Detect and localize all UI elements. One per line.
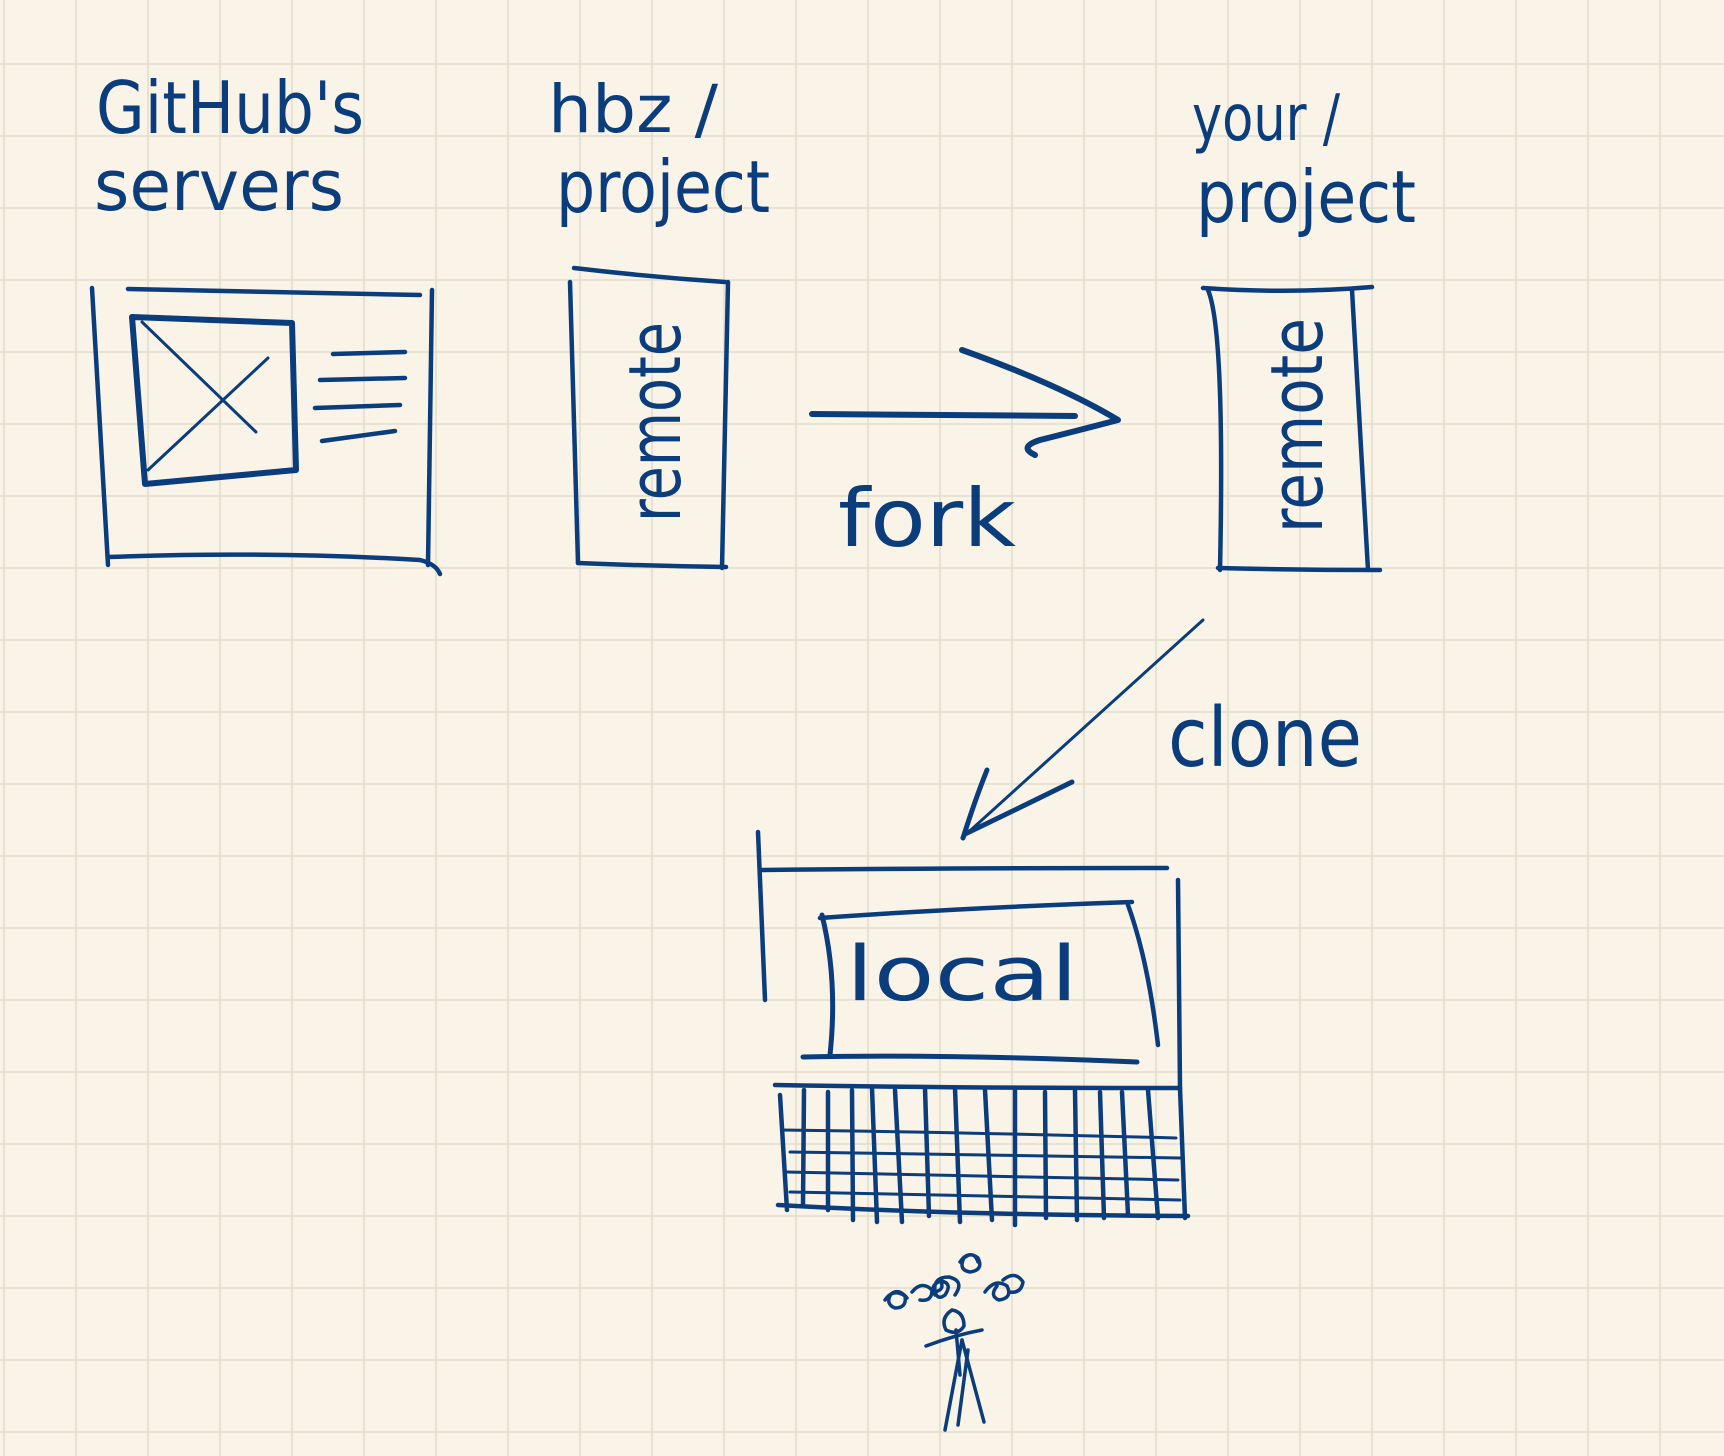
server-rack-icon — [89, 285, 443, 577]
github-servers-label-line2: servers — [94, 145, 344, 227]
laptop-icon — [755, 829, 1191, 1228]
hbz-remote-label: remote — [613, 322, 697, 522]
github-servers-label-line1: GitHub's — [96, 66, 364, 150]
local-label: local — [846, 929, 1078, 1018]
your-project-label-line2: project — [1196, 155, 1416, 239]
hbz-project-label-line1: hbz / — [548, 71, 719, 148]
fork-arrow — [809, 347, 1121, 458]
hbz-remote-box — [567, 265, 731, 571]
fork-label: fork — [838, 472, 1017, 565]
clone-arrow — [960, 618, 1205, 841]
your-remote-box — [1200, 284, 1383, 573]
your-project-label-line1: your / — [1192, 82, 1340, 156]
your-remote-label: remote — [1255, 318, 1339, 533]
hbz-project-label-line2: project — [556, 145, 770, 229]
clone-label: clone — [1168, 691, 1362, 786]
stick-figure-person-icon — [883, 1253, 1025, 1432]
